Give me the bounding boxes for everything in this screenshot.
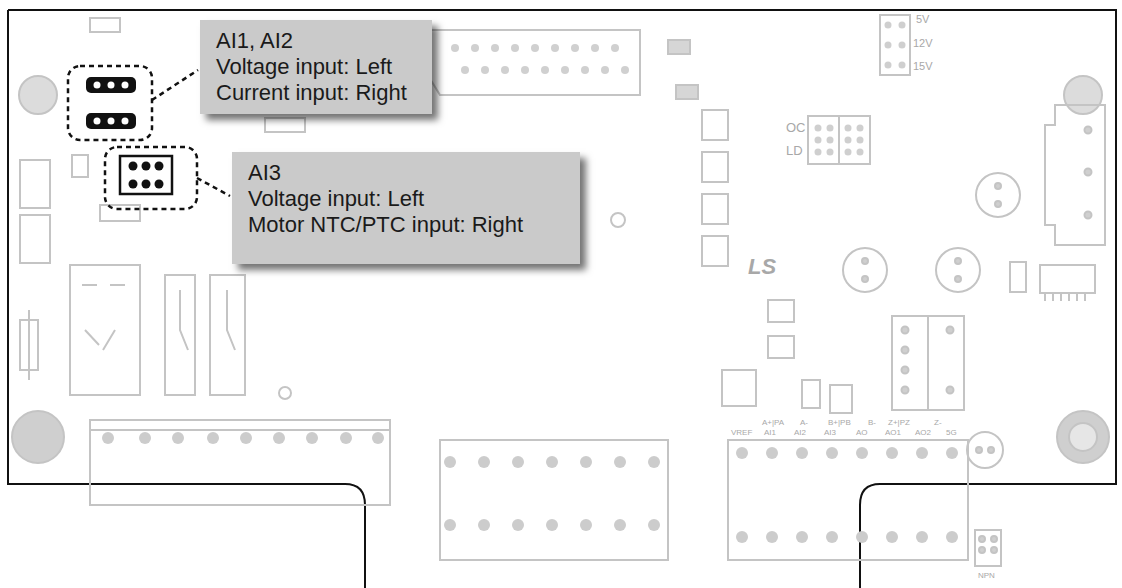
board-label: 5G xyxy=(946,429,957,437)
board-label: Z+|PZ xyxy=(888,419,910,427)
board-label: LS xyxy=(748,256,776,278)
board-label: AO2 xyxy=(915,429,931,437)
board-label: Z- xyxy=(934,419,942,427)
callout-text: Current input: Right xyxy=(216,80,418,106)
callout-box: AI1, AI2Voltage input: LeftCurrent input… xyxy=(200,20,432,114)
callout-heading: AI1, AI2 xyxy=(216,28,418,54)
board-label: 5V xyxy=(916,14,929,25)
board-label: AO xyxy=(856,429,868,437)
board-label: LD xyxy=(786,144,803,157)
callout-text: Voltage input: Left xyxy=(216,54,418,80)
board-label: NPN xyxy=(978,572,995,580)
board-label: A+|PA xyxy=(762,419,784,427)
board-label: 15V xyxy=(913,61,933,72)
callout-heading: AI3 xyxy=(248,160,566,186)
board-label: AI3 xyxy=(824,429,836,437)
callout-box: AI3Voltage input: LeftMotor NTC/PTC inpu… xyxy=(232,152,580,264)
board-label: A- xyxy=(800,419,808,427)
board-outline xyxy=(8,10,1116,588)
jumper-ai1-ai2 xyxy=(86,77,136,129)
callout-text: Motor NTC/PTC input: Right xyxy=(248,212,566,238)
board-label: AI2 xyxy=(794,429,806,437)
board-label: VREF xyxy=(731,429,752,437)
board-label: OC xyxy=(786,121,806,134)
board-label: 12V xyxy=(913,38,933,49)
jumper-ai3 xyxy=(120,156,172,194)
board-label: AO1 xyxy=(885,429,901,437)
board-label: B- xyxy=(868,419,876,427)
board-components xyxy=(12,15,1109,566)
callout-text: Voltage input: Left xyxy=(248,186,566,212)
board-label: AI1 xyxy=(764,429,776,437)
board-label: B+|PB xyxy=(828,419,851,427)
